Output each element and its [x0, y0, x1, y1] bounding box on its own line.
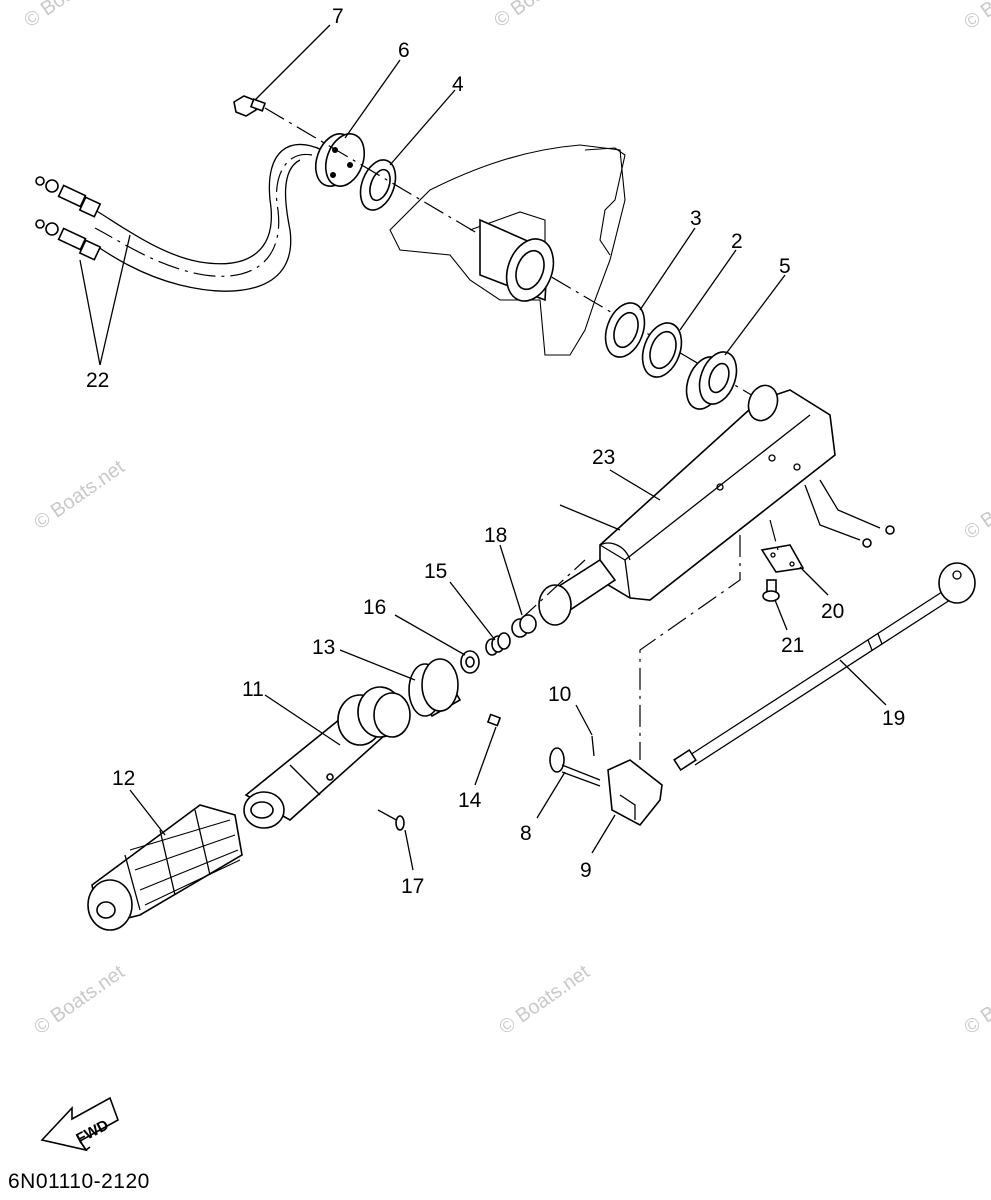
- callout-label: 18: [484, 524, 507, 547]
- spring-part-18: [511, 614, 537, 638]
- bracket-tube: [479, 218, 555, 302]
- bolt-part-8: [549, 747, 601, 787]
- callout-label: 15: [424, 560, 447, 583]
- callout-label: 11: [242, 678, 264, 701]
- steering-handle-part-23: [538, 384, 895, 626]
- callout-label: 20: [821, 600, 844, 623]
- screw-part-17: [377, 809, 405, 831]
- callout-label: 21: [781, 634, 804, 657]
- watermark: © Boats.net: [30, 456, 129, 534]
- callout-label: 2: [731, 230, 743, 253]
- callout-label: 12: [112, 767, 135, 790]
- watermark: © Boats.net: [960, 961, 991, 1039]
- callout-label: 13: [312, 636, 335, 659]
- cable-end-lower: [35, 219, 102, 261]
- callout-label: 22: [86, 369, 109, 392]
- callout-label: 14: [458, 789, 482, 812]
- callout-label: 9: [580, 859, 592, 882]
- washer-part-16: [460, 650, 480, 674]
- pin-part-14: [486, 713, 502, 727]
- watermark: © Boats.net: [20, 0, 119, 32]
- watermark: © Boats.net: [495, 961, 594, 1039]
- bushing-part-5: [685, 351, 738, 410]
- rod-part-19: [673, 562, 976, 772]
- watermark: © Boats.net: [30, 961, 129, 1039]
- watermark: © Boats.net: [490, 0, 589, 32]
- collar-part-13: [408, 658, 462, 718]
- part-code: 6N01110-2120: [8, 1170, 150, 1193]
- watermark: © Boats.net: [960, 0, 991, 34]
- callout-label: 6: [398, 39, 410, 62]
- washer-part-3: [604, 302, 646, 358]
- callout-label: 4: [452, 73, 464, 96]
- callout-label: 7: [332, 5, 344, 28]
- assembly-guides: [519, 535, 741, 760]
- callout-label: 8: [520, 822, 532, 845]
- callout-label: 3: [690, 207, 702, 230]
- plate-part-20: [760, 519, 805, 573]
- handle-grip-part-12: [87, 804, 243, 931]
- plate-part-6: [314, 133, 366, 187]
- bolt-part-21: [762, 579, 780, 602]
- callout-label: 10: [548, 683, 571, 706]
- callout-label: 23: [592, 446, 615, 469]
- callout-labels: 7 6 4 3 2 5 22 23 18 15 16 13 11 12 14 1…: [86, 5, 905, 898]
- grip-shaft-part-11: [243, 686, 411, 829]
- callout-label: 19: [882, 707, 905, 730]
- fwd-arrow-icon: FWD: [40, 1096, 119, 1152]
- throttle-cable: [35, 143, 323, 292]
- watermark: © Boats.net: [960, 466, 991, 544]
- callout-label: 16: [363, 596, 386, 619]
- callout-label: 17: [401, 875, 424, 898]
- washer-part-4: [359, 159, 397, 211]
- friction-plate-part-9: [607, 759, 663, 827]
- cable-end-upper: [35, 176, 102, 218]
- bolt-part-7: [233, 95, 267, 117]
- leader-lines: [79, 24, 887, 871]
- callout-label: 5: [779, 255, 791, 278]
- pin-part-10: [591, 735, 595, 757]
- washer-part-2: [641, 322, 683, 378]
- spring-part-15: [485, 632, 511, 656]
